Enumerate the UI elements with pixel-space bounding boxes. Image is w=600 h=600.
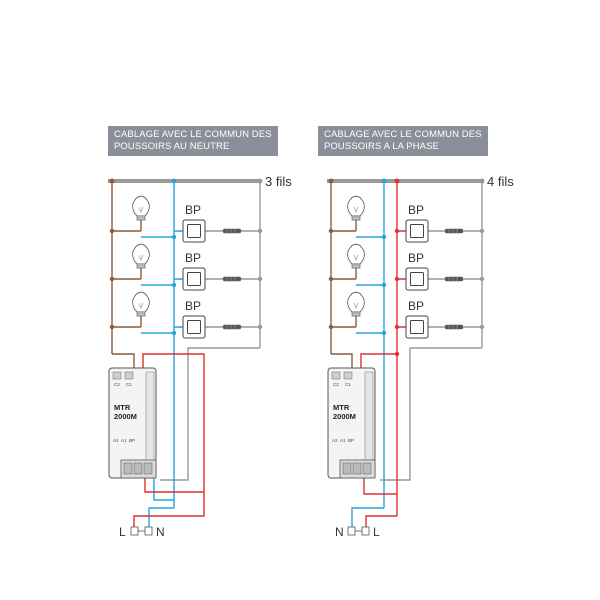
terminal-label: A1 <box>121 438 127 443</box>
resistor-icon <box>222 324 242 330</box>
resistor-icon <box>222 228 242 234</box>
push-button-icon <box>182 315 206 339</box>
light-bulb-icon <box>132 243 150 269</box>
brown-junctions <box>109 178 115 330</box>
terminal-label: BP <box>129 438 135 443</box>
diagram-left: 3 fils <box>108 174 292 539</box>
resistor-icon <box>222 276 242 282</box>
diagram-left-title-line1: CABLAGE AVEC LE COMMUN DES <box>114 129 272 140</box>
module-name-line1: MTR <box>114 403 131 412</box>
diagram-right-title-line1: CABLAGE AVEC LE COMMUN DES <box>324 129 482 140</box>
terminal-label: C1 <box>345 382 351 387</box>
light-bulb-icon <box>347 291 365 317</box>
button-label: BP <box>185 299 201 313</box>
red-junctions <box>394 178 400 357</box>
diagram-left-title-line2: POUSSOIRS AU NEUTRE <box>114 141 230 152</box>
gray-junctions <box>479 178 485 330</box>
light-bulb-icon <box>347 195 365 221</box>
terminal-label: C2 <box>114 382 120 387</box>
brown-junctions <box>328 178 334 330</box>
module-name-line2: 2000M <box>114 412 137 421</box>
button-label: BP <box>408 299 424 313</box>
supply-label-right: N <box>156 525 165 539</box>
resistor-icon <box>444 228 464 234</box>
supply-terminal <box>347 526 370 536</box>
wire-count-label: 3 fils <box>265 174 292 189</box>
terminal-label: C2 <box>333 382 339 387</box>
push-button-icon <box>182 267 206 291</box>
push-button-icon <box>405 315 429 339</box>
module-name-line1: MTR <box>333 403 350 412</box>
push-button-icon <box>182 219 206 243</box>
light-bulb-icon <box>132 195 150 221</box>
diagram-left-title: CABLAGE AVEC LE COMMUN DES POUSSOIRS AU … <box>108 126 278 156</box>
button-label: BP <box>408 251 424 265</box>
gray-wires <box>160 181 261 481</box>
diagram-right-title: CABLAGE AVEC LE COMMUN DES POUSSOIRS A L… <box>318 126 488 156</box>
light-bulb-icon <box>347 243 365 269</box>
gray-wires <box>380 181 483 481</box>
light-bulb-icon <box>132 291 150 317</box>
terminal-label: BP <box>348 438 354 443</box>
supply-label-left: N <box>335 525 344 539</box>
terminal-label: A1 <box>340 438 346 443</box>
gray-junctions <box>257 178 263 330</box>
button-label: BP <box>408 203 424 217</box>
diagram-right-title-line2: POUSSOIRS A LA PHASE <box>324 141 439 152</box>
module-name-line2: 2000M <box>333 412 356 421</box>
terminal-label: A2 <box>113 438 119 443</box>
red-wires <box>133 353 205 527</box>
button-label: BP <box>185 251 201 265</box>
resistor-icon <box>444 324 464 330</box>
push-button-icon <box>405 219 429 243</box>
wire-count-label: 4 fils <box>487 174 514 189</box>
supply-label-right: L <box>373 525 380 539</box>
terminal-label: A2 <box>332 438 338 443</box>
resistor-icon <box>444 276 464 282</box>
supply-label-left: L <box>119 525 126 539</box>
blue-conduit-junction <box>171 178 177 184</box>
supply-terminal <box>130 526 153 536</box>
diagram-right: 4 fils <box>327 174 514 539</box>
blue-junctions <box>381 178 387 336</box>
blue-junctions <box>171 234 177 336</box>
button-label: BP <box>185 203 201 217</box>
push-button-icon <box>405 267 429 291</box>
mtr-module: C2 C1 MTR 2000M A2 A1 BP <box>108 367 157 479</box>
terminal-label: C1 <box>126 382 132 387</box>
mtr-module: C2 C1 MTR 2000M A2 A1 BP <box>327 367 376 479</box>
